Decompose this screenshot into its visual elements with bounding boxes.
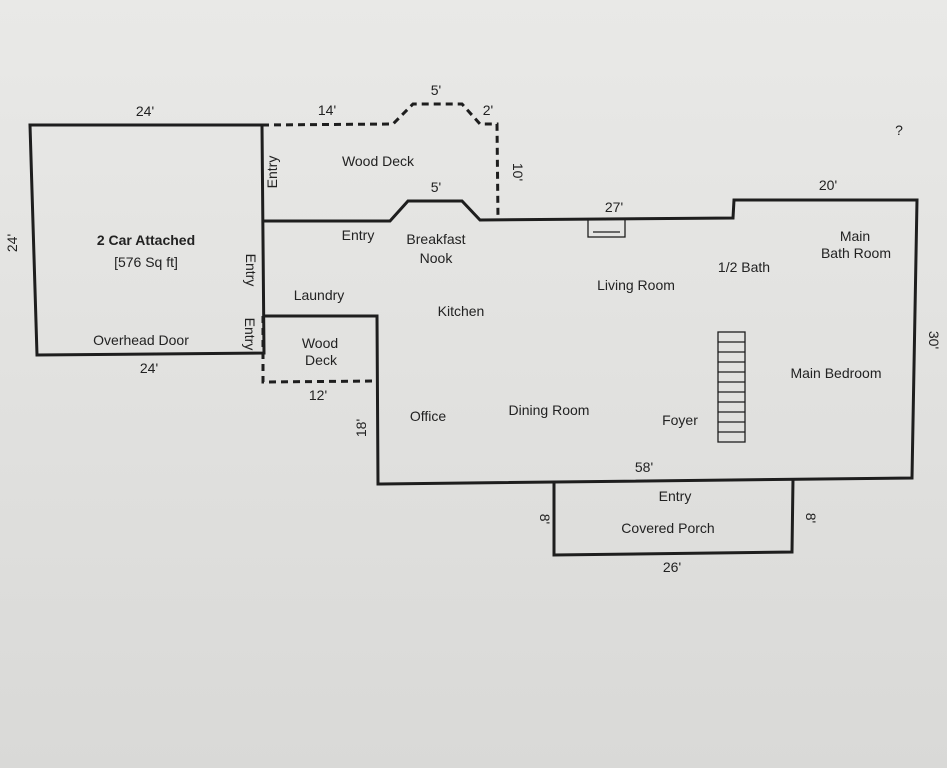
half-bath-label: 1/2 Bath (718, 259, 770, 275)
wood-deck-top-outline (261, 102, 500, 220)
staircase-frame (717, 331, 746, 443)
main-house-outline (262, 198, 919, 486)
dim-garage-bottom: 24' (140, 360, 158, 376)
fireplace-symbol (587, 218, 626, 238)
garage-door-label: Overhead Door (93, 332, 189, 348)
entry-deck-horizontal: Entry (342, 227, 375, 243)
dim-bath-top: 20' (819, 177, 837, 193)
main-bath-label-line1: Main (840, 228, 870, 244)
garage-area: [576 Sq ft] (114, 254, 178, 270)
dim-deck-top: 14' (318, 102, 336, 118)
garage-title: 2 Car Attached (97, 232, 195, 248)
wood-deck-top-label: Wood Deck (342, 153, 415, 169)
breakfast-nook-label-line1: Breakfast (406, 231, 465, 247)
living-room-label: Living Room (597, 277, 675, 293)
dim-garage-top: 24' (136, 103, 154, 119)
wood-deck-small-outline (261, 316, 378, 384)
dim-nook-bay: 5' (431, 179, 441, 195)
dim-bay-top: 5' (431, 82, 441, 98)
dim-main-bottom: 58' (635, 459, 653, 475)
entry-garage-lower: Entry (242, 318, 258, 351)
wood-deck-small-label-line2: Deck (305, 352, 338, 368)
wood-deck-small-label-line1: Wood (302, 335, 338, 351)
entry-porch: Entry (659, 488, 692, 504)
main-bath-label-line2: Bath Room (821, 245, 891, 261)
question-mark: ? (895, 122, 903, 138)
dim-living-top: 27' (605, 199, 623, 215)
dim-deck-right: 10' (510, 163, 526, 181)
dim-small-deck-bottom: 12' (309, 387, 327, 403)
main-bedroom-label: Main Bedroom (790, 365, 881, 381)
office-label: Office (410, 408, 447, 424)
dim-porch-bottom: 26' (663, 559, 681, 575)
dim-right-side: 30' (926, 331, 942, 349)
entry-garage-upper: Entry (243, 254, 259, 287)
dim-porch-right: 8' (803, 513, 819, 523)
entry-deck-vertical: Entry (264, 156, 280, 189)
foyer-label: Foyer (662, 412, 698, 428)
breakfast-nook-label-line2: Nook (420, 250, 454, 266)
dim-garage-left: 24' (4, 234, 20, 252)
dining-room-label: Dining Room (509, 402, 590, 418)
covered-porch-label: Covered Porch (621, 520, 714, 536)
dim-office-left: 18' (353, 419, 369, 437)
covered-porch-outline (552, 478, 795, 557)
dim-porch-left: 8' (537, 514, 553, 524)
staircase-symbol (717, 331, 746, 443)
dim-bay-side: 2' (483, 102, 493, 118)
kitchen-label: Kitchen (438, 303, 485, 319)
laundry-label: Laundry (294, 287, 345, 303)
